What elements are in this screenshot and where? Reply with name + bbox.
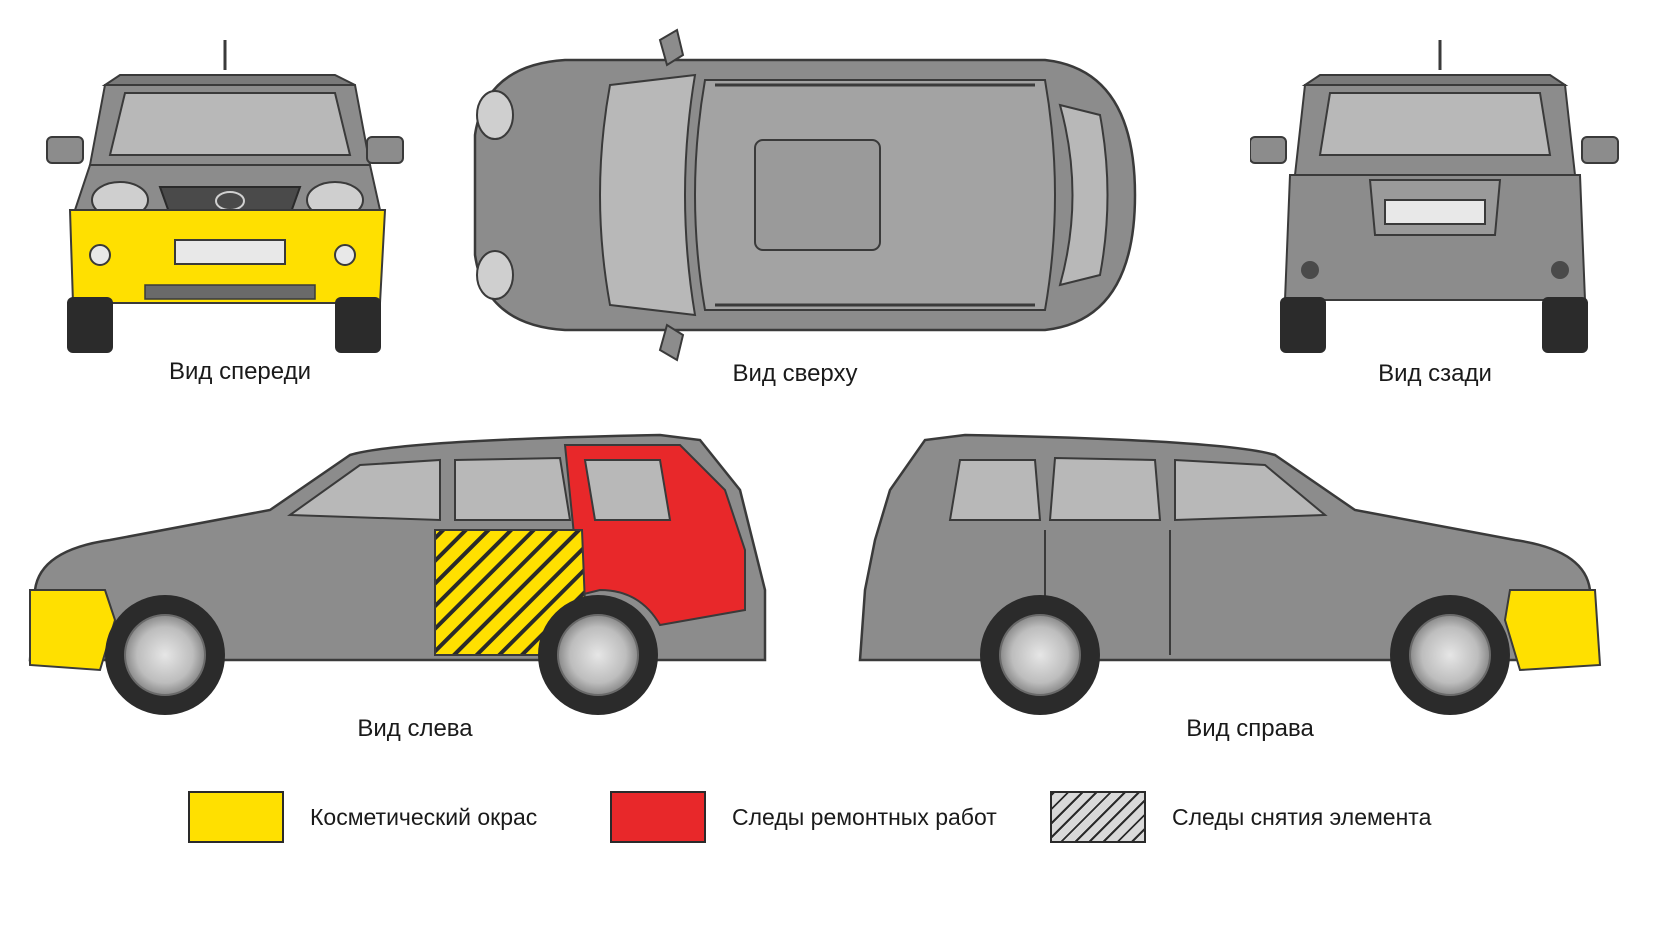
legend-label-repair: Следы ремонтных работ [732,803,997,830]
caption-top: Вид сверху [732,360,858,387]
front-bumper-right-cosmetic [1503,589,1602,672]
legend-label-removal: Следы снятия элемента [1172,803,1432,830]
front-bumper-left-cosmetic [29,589,117,672]
top-view [445,25,1145,365]
legend-repair: Следы ремонтных работ [610,791,997,843]
right-view [855,430,1645,730]
legend-swatch-repair [610,791,706,843]
legend-cosmetic: Косметический окрас [188,791,537,843]
front-view [45,35,415,360]
legend-swatch-cosmetic [188,791,284,843]
legend-swatch-removal [1050,791,1146,843]
rear-view [1250,35,1620,360]
caption-rear: Вид сзади [1378,360,1492,387]
legend-removal: Следы снятия элемента [1050,791,1431,843]
caption-front: Вид спереди [168,358,311,385]
legend-label-cosmetic: Косметический окрас [310,803,538,830]
caption-right: Вид справа [1186,715,1314,742]
caption-left: Вид слева [357,715,473,742]
left-view [20,430,810,730]
